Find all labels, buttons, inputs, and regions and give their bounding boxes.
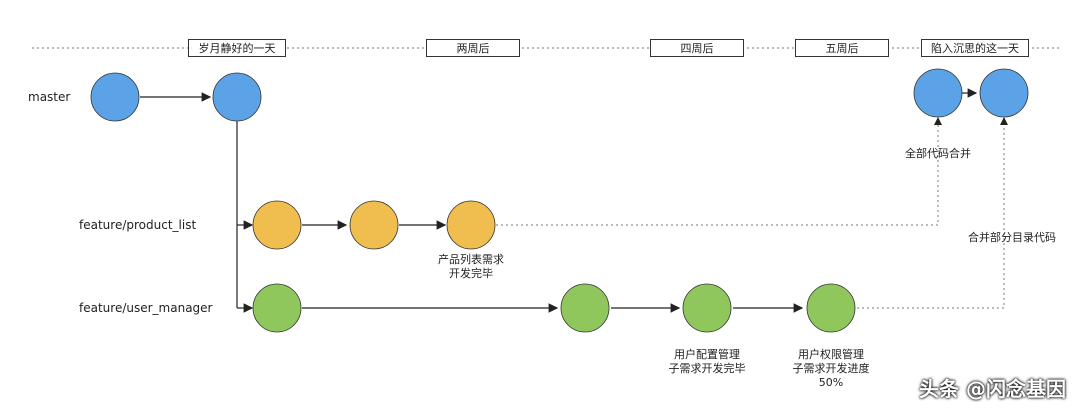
branch-label-master: master <box>28 90 71 104</box>
timeline-label-week5: 五周后 <box>795 39 889 57</box>
master-node-2 <box>212 72 262 122</box>
merge-path-product <box>496 117 942 226</box>
product-node-3 <box>446 200 496 250</box>
branch-label-user: feature/user_manager <box>79 301 213 315</box>
user-node-1 <box>252 283 302 333</box>
note-perm-line2: 子需求开发进度 <box>792 362 870 375</box>
product-node-1 <box>252 200 302 250</box>
user-node-2 <box>560 283 610 333</box>
note-config-done: 用户配置管理 子需求开发完毕 <box>652 348 762 376</box>
note-perm-progress: 用户权限管理 子需求开发进度 50% <box>776 348 886 390</box>
user-node-4 <box>806 283 856 333</box>
note-config-line2: 子需求开发完毕 <box>668 362 746 375</box>
note-merge-all: 全部代码合并 <box>905 147 971 160</box>
note-config-line1: 用户配置管理 <box>674 348 740 361</box>
note-perm-line1: 用户权限管理 <box>798 348 864 361</box>
master-node-1 <box>90 72 140 122</box>
note-product-line1: 产品列表需求 <box>438 253 504 266</box>
branch-label-product: feature/product_list <box>79 218 197 232</box>
note-product-line2: 开发完毕 <box>449 267 493 280</box>
master-node-4 <box>979 68 1029 118</box>
note-merge-partial: 合并部分目录代码 <box>968 231 1056 244</box>
master-node-3 <box>913 68 963 118</box>
timeline-label-week4: 四周后 <box>650 39 744 57</box>
merge-path-user <box>857 117 1008 309</box>
timeline-label-week2: 两周后 <box>426 39 520 57</box>
user-node-3 <box>682 283 732 333</box>
timeline-label-day0: 岁月静好的一天 <box>188 39 286 57</box>
timeline-label-today: 陷入沉思的这一天 <box>921 39 1029 57</box>
note-product-done: 产品列表需求 开发完毕 <box>421 253 521 281</box>
watermark: 头条 @闪念基因 <box>919 377 1066 401</box>
product-node-2 <box>349 200 399 250</box>
note-perm-line3: 50% <box>818 376 844 389</box>
